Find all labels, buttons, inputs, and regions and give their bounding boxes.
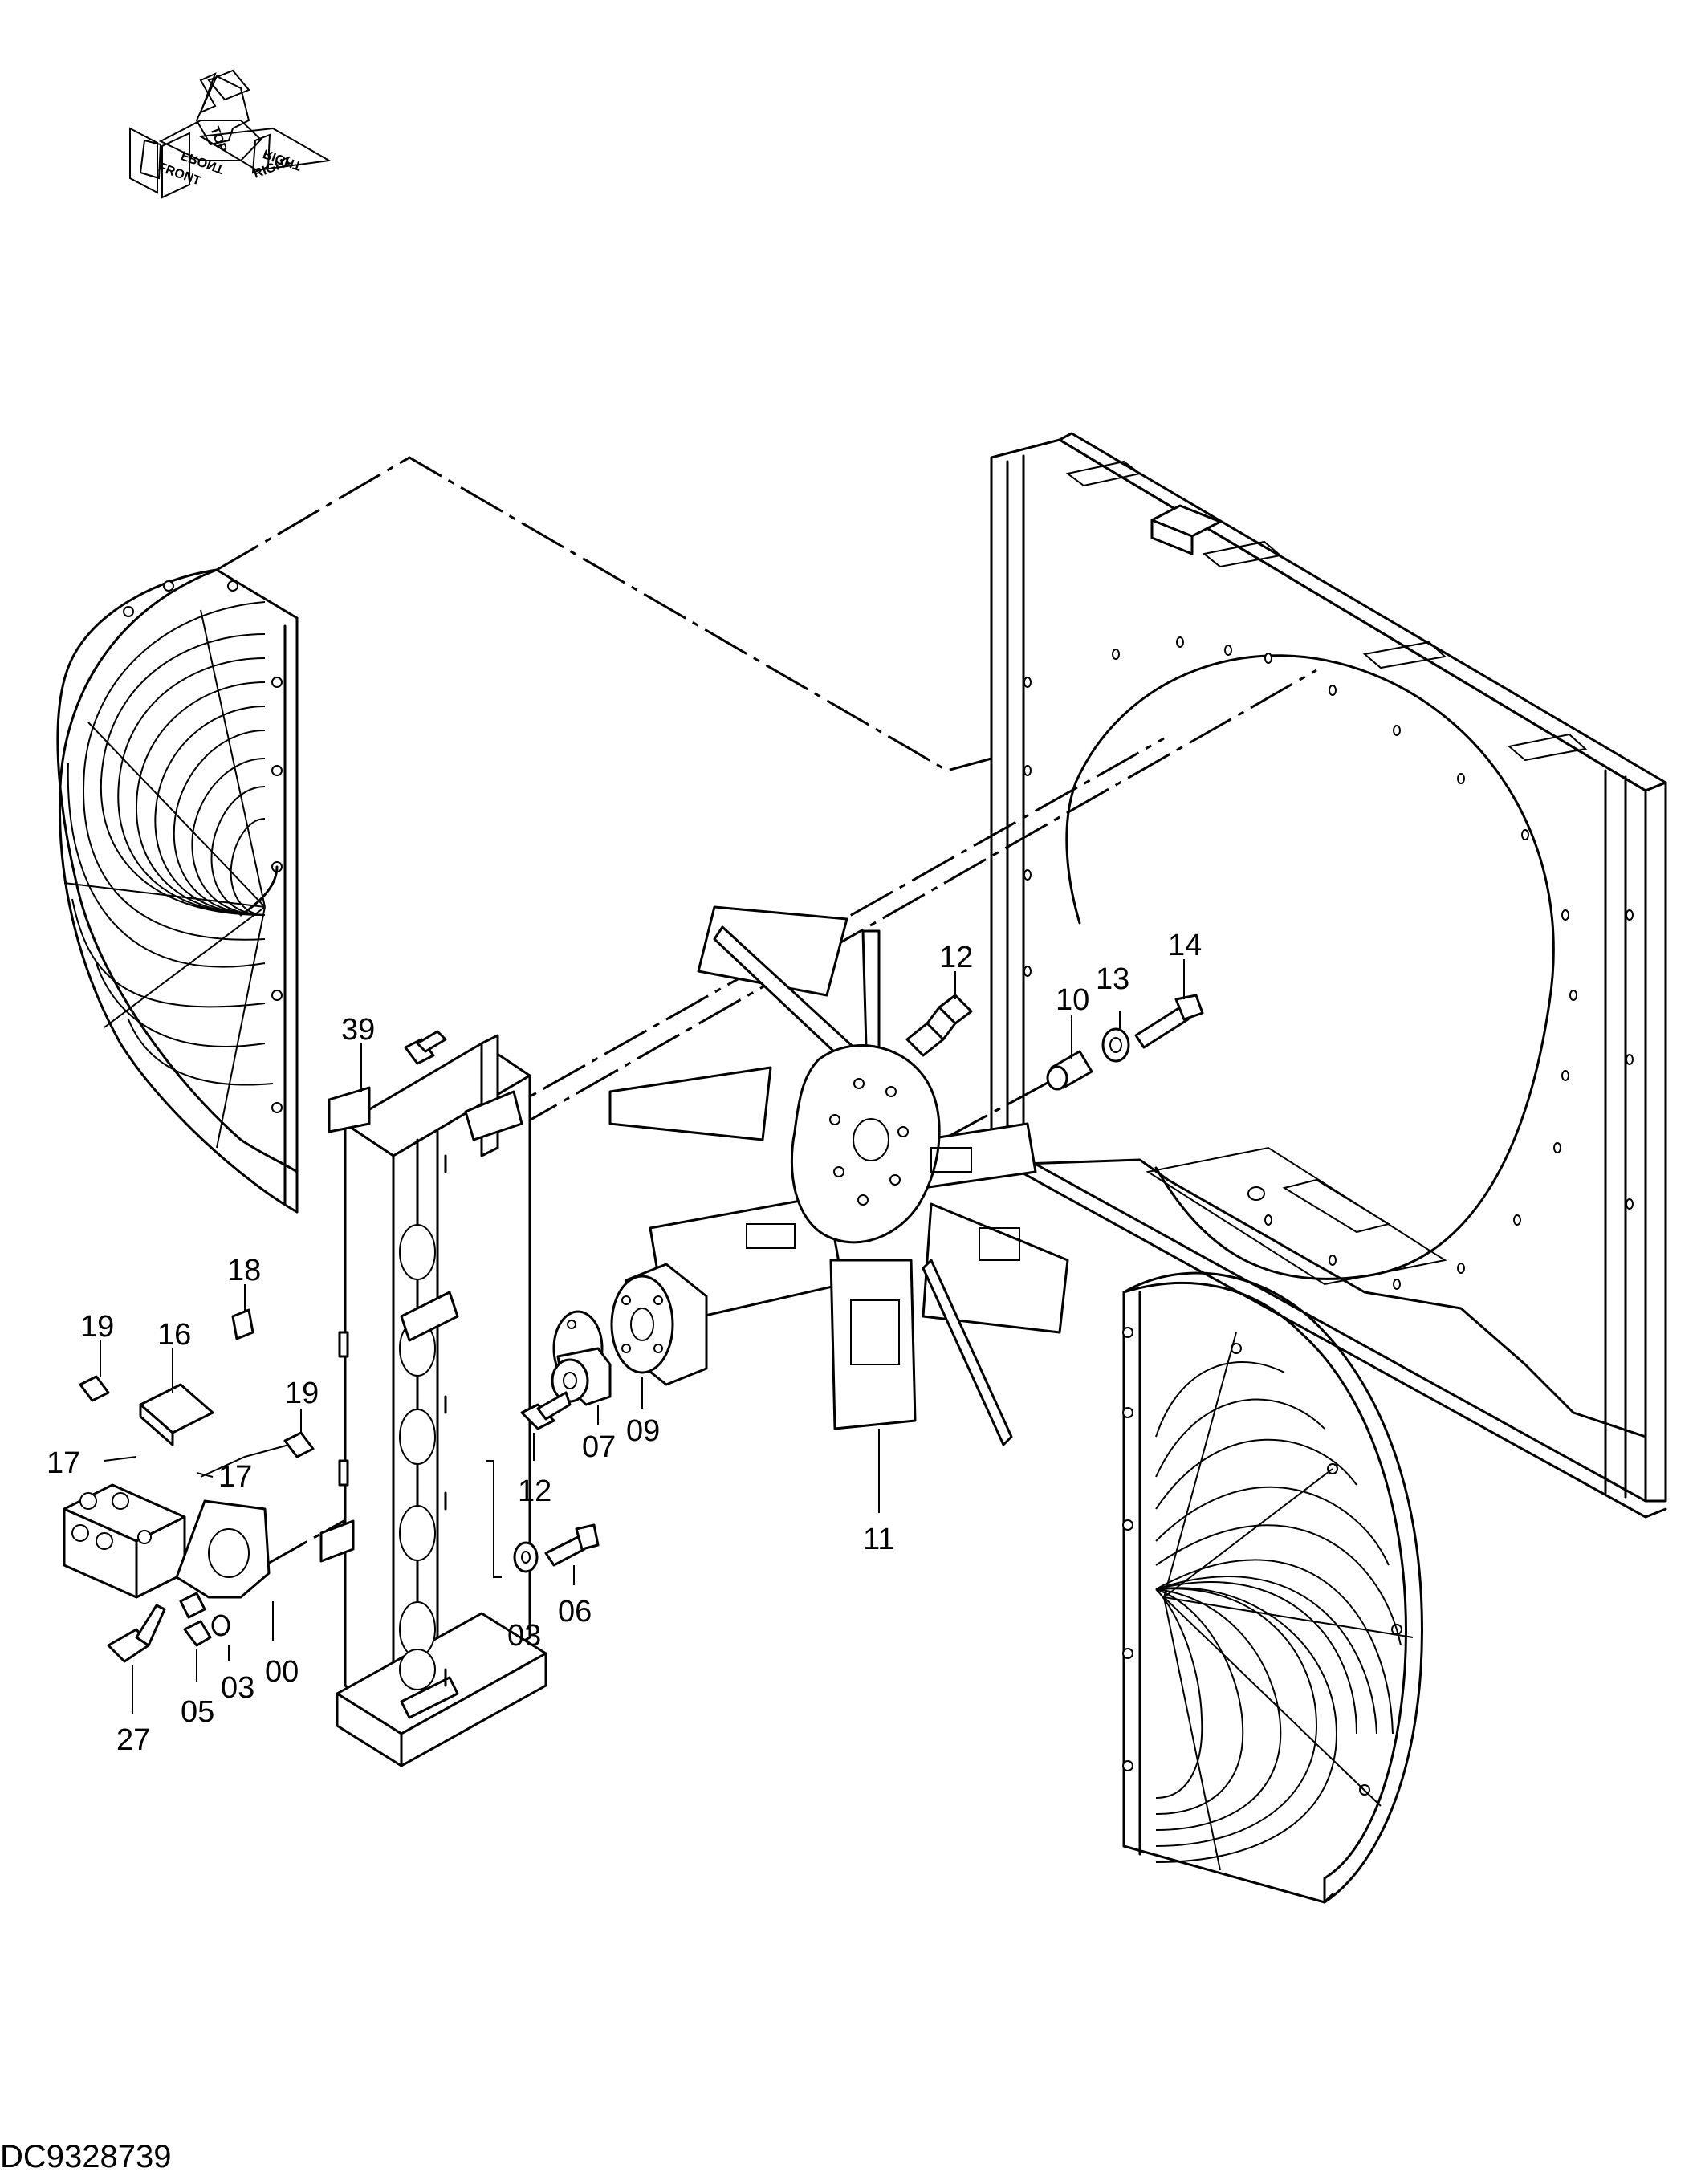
callout-14: 14 bbox=[1168, 929, 1202, 962]
callout-39: 39 bbox=[341, 1013, 375, 1047]
pulley bbox=[551, 1310, 612, 1406]
callout-18: 18 bbox=[227, 1254, 261, 1287]
centre-lines bbox=[216, 456, 1317, 1567]
callout-00: 00 bbox=[265, 1655, 299, 1689]
radiator-frame bbox=[990, 432, 1667, 1519]
top-slots bbox=[1065, 460, 1588, 762]
callout-17-left: 17 bbox=[47, 1446, 80, 1480]
callout-09: 09 bbox=[626, 1414, 660, 1448]
callout-06: 06 bbox=[558, 1595, 592, 1629]
hardware bbox=[404, 994, 1204, 1573]
callout-10: 10 bbox=[1056, 983, 1089, 1017]
callout-19-left: 19 bbox=[80, 1310, 114, 1344]
tensioner-assembly bbox=[63, 1308, 315, 1663]
fan-spacer bbox=[610, 1263, 708, 1386]
callout-12-lower: 12 bbox=[518, 1474, 551, 1508]
callout-03-right: 03 bbox=[507, 1619, 541, 1653]
callout-07: 07 bbox=[582, 1430, 616, 1464]
fan-guard-right bbox=[1122, 1271, 1423, 1904]
callout-16: 16 bbox=[157, 1318, 191, 1352]
orient-top: TOP bbox=[207, 125, 229, 155]
orientation-symbol: FRONT FRONT TOP RIGHT RIGHT bbox=[129, 69, 332, 199]
callouts: 39 12 10 13 14 19 16 18 19 17 17 09 07 1… bbox=[47, 929, 1202, 1757]
drawing-id: DC9328739 bbox=[0, 2139, 172, 2174]
callout-05: 05 bbox=[181, 1695, 214, 1729]
leader-lines bbox=[100, 959, 1185, 1714]
callout-27: 27 bbox=[116, 1723, 150, 1757]
callout-11: 11 bbox=[863, 1523, 894, 1556]
callout-17-right: 17 bbox=[218, 1460, 252, 1494]
callout-03-left: 03 bbox=[221, 1671, 254, 1705]
bolt-holes bbox=[1023, 636, 1634, 1290]
fan-guard-left bbox=[56, 568, 299, 1214]
stand-bracket bbox=[319, 1034, 547, 1767]
callout-12-upper: 12 bbox=[939, 941, 973, 974]
fan-opening bbox=[1074, 654, 1555, 1280]
callout-19-right: 19 bbox=[285, 1377, 319, 1410]
callout-13: 13 bbox=[1096, 962, 1129, 996]
